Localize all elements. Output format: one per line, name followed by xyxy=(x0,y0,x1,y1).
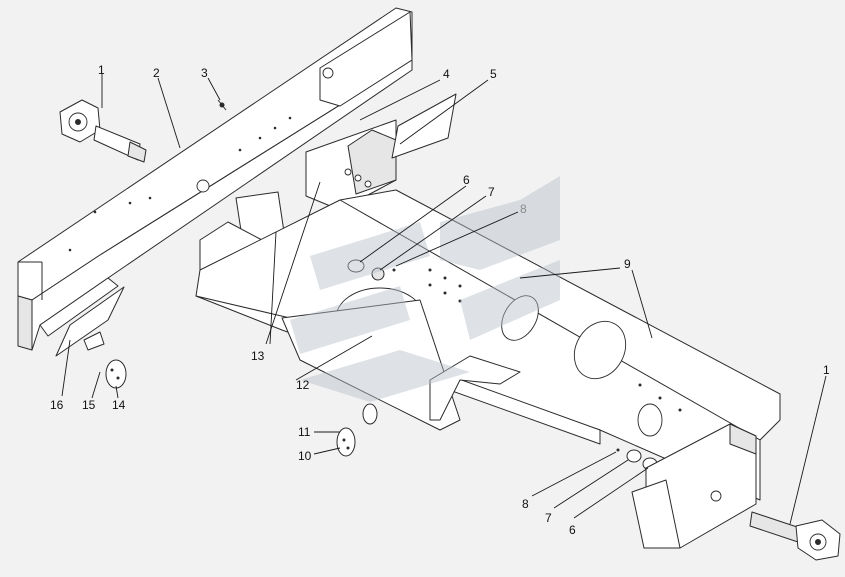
callout-7-bottom: 7 xyxy=(545,511,552,525)
callout-10: 10 xyxy=(298,449,312,463)
lower-rib xyxy=(429,355,521,421)
washer-nut-top xyxy=(347,259,396,281)
callout-8-bottom: 8 xyxy=(522,497,529,511)
callout-7-top: 7 xyxy=(488,185,495,199)
callout-9: 9 xyxy=(624,257,631,271)
callout-1-top: 1 xyxy=(98,63,105,77)
front-tow-hook xyxy=(59,99,147,163)
callout-8-top: 8 xyxy=(520,202,527,216)
callout-11: 11 xyxy=(298,425,311,439)
callout-5: 5 xyxy=(490,67,497,81)
callout-13: 13 xyxy=(251,349,265,363)
watermark-logo xyxy=(290,176,560,402)
rear-cross-member xyxy=(631,423,757,549)
callout-3: 3 xyxy=(201,66,208,80)
bolt-part-3 xyxy=(217,99,227,111)
callout-14: 14 xyxy=(112,398,126,412)
small-parts-center xyxy=(336,403,378,457)
rear-tow-hook xyxy=(749,511,841,561)
left-side-member xyxy=(17,7,413,351)
callout-labels: 1 2 3 4 5 6 7 8 9 13 12 16 15 14 11 10 8… xyxy=(50,63,830,537)
leader-lines xyxy=(61,74,827,525)
callout-15: 15 xyxy=(82,398,96,412)
callout-12: 12 xyxy=(296,378,310,392)
lower-plate-part-12 xyxy=(281,299,461,431)
callout-16: 16 xyxy=(50,398,64,412)
callout-2: 2 xyxy=(153,66,160,80)
callout-4: 4 xyxy=(443,67,450,81)
left-panel-sheet xyxy=(55,286,125,357)
callout-6-top: 6 xyxy=(463,173,470,187)
small-parts-left xyxy=(83,331,127,389)
callout-1-bottom: 1 xyxy=(823,363,830,377)
callout-6-bottom: 6 xyxy=(569,523,576,537)
washer-nut-bottom xyxy=(616,448,658,471)
